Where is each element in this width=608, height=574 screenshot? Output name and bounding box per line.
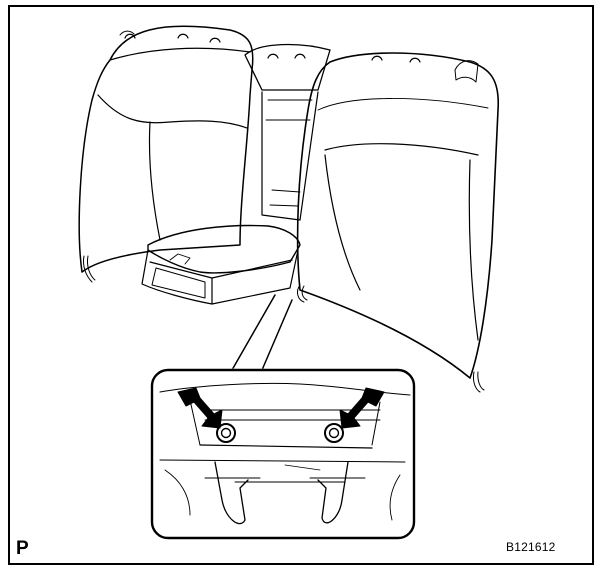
center-section [244,43,331,221]
arrow-right [339,387,385,429]
left-seatback [78,25,254,283]
corner-label: P [16,538,29,559]
bolt-right [324,423,344,443]
arrow-left [177,387,223,429]
figure-id: B121612 [506,540,556,554]
callout-pointer [230,294,293,372]
right-seatback [296,52,500,393]
bolt-left [216,423,236,443]
armrest [141,224,301,305]
